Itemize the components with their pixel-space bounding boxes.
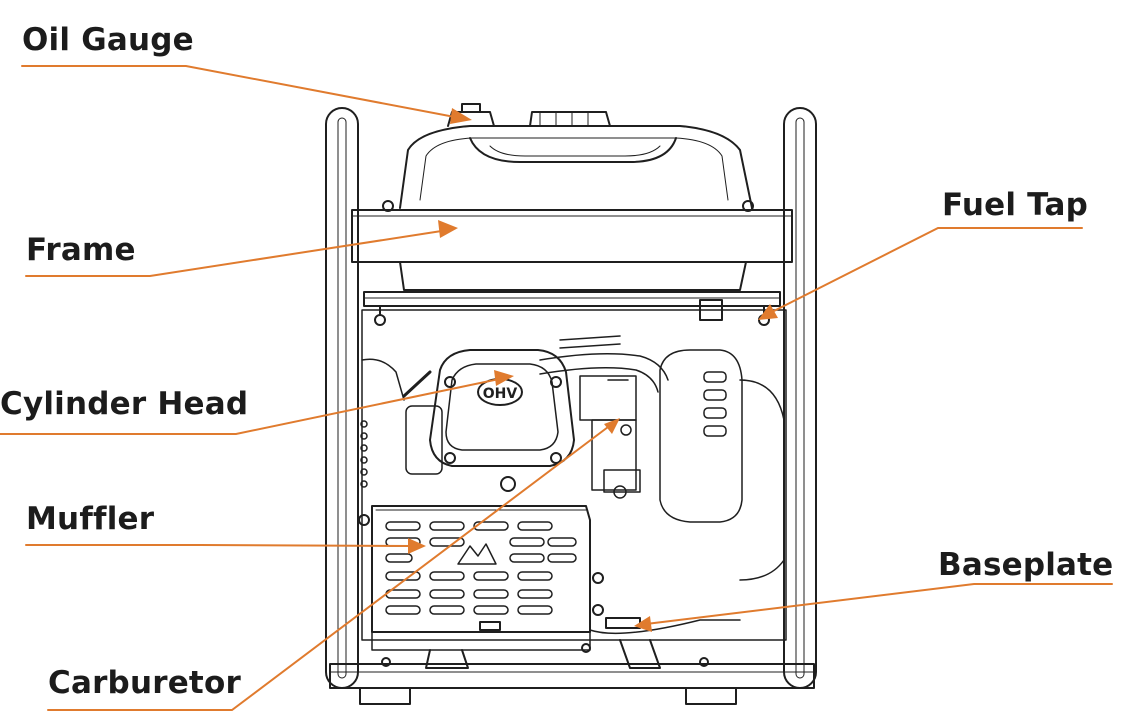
baseplate-arrowhead <box>634 616 652 632</box>
fuel-tap-label: Fuel Tap <box>942 187 1089 223</box>
fuel-tap-arrowhead <box>758 304 778 320</box>
oil-gauge-leader <box>21 65 461 119</box>
fuel-tank <box>399 103 753 209</box>
frame-leader <box>25 229 449 277</box>
baseplate-label: Baseplate <box>938 547 1114 583</box>
muffler-leader <box>25 544 415 547</box>
muffler-arrowhead <box>408 538 426 554</box>
muffler-label: Muffler <box>26 501 155 537</box>
cylinder-head-leader <box>0 377 505 435</box>
cylinder-head-arrowhead <box>494 370 514 386</box>
engine-body <box>360 309 787 641</box>
carburetor-label: Carburetor <box>48 665 241 701</box>
oil-gauge-arrowhead <box>450 108 472 124</box>
callout-leaders <box>0 65 1113 711</box>
fuel-tap-leader <box>767 227 1083 315</box>
callout-arrowheads <box>408 108 778 632</box>
cylinder-head-shape <box>402 349 575 492</box>
fuel-hose <box>539 335 669 393</box>
frame-label: Frame <box>26 232 136 268</box>
carburetor-shape <box>579 375 641 499</box>
baseplate-shape <box>329 617 815 705</box>
oil-gauge-label: Oil Gauge <box>22 22 194 58</box>
muffler-shield <box>358 505 604 633</box>
cylinder-head-label: Cylinder Head <box>0 386 249 422</box>
ohv-badge-text: OHV <box>483 386 518 402</box>
engine-shroud <box>363 261 781 326</box>
frame-crossbar <box>351 200 793 263</box>
frame-arrowhead <box>438 220 458 238</box>
carburetor-arrowhead <box>604 418 620 434</box>
baseplate-leader <box>645 583 1113 625</box>
carburetor-leader <box>47 423 613 711</box>
